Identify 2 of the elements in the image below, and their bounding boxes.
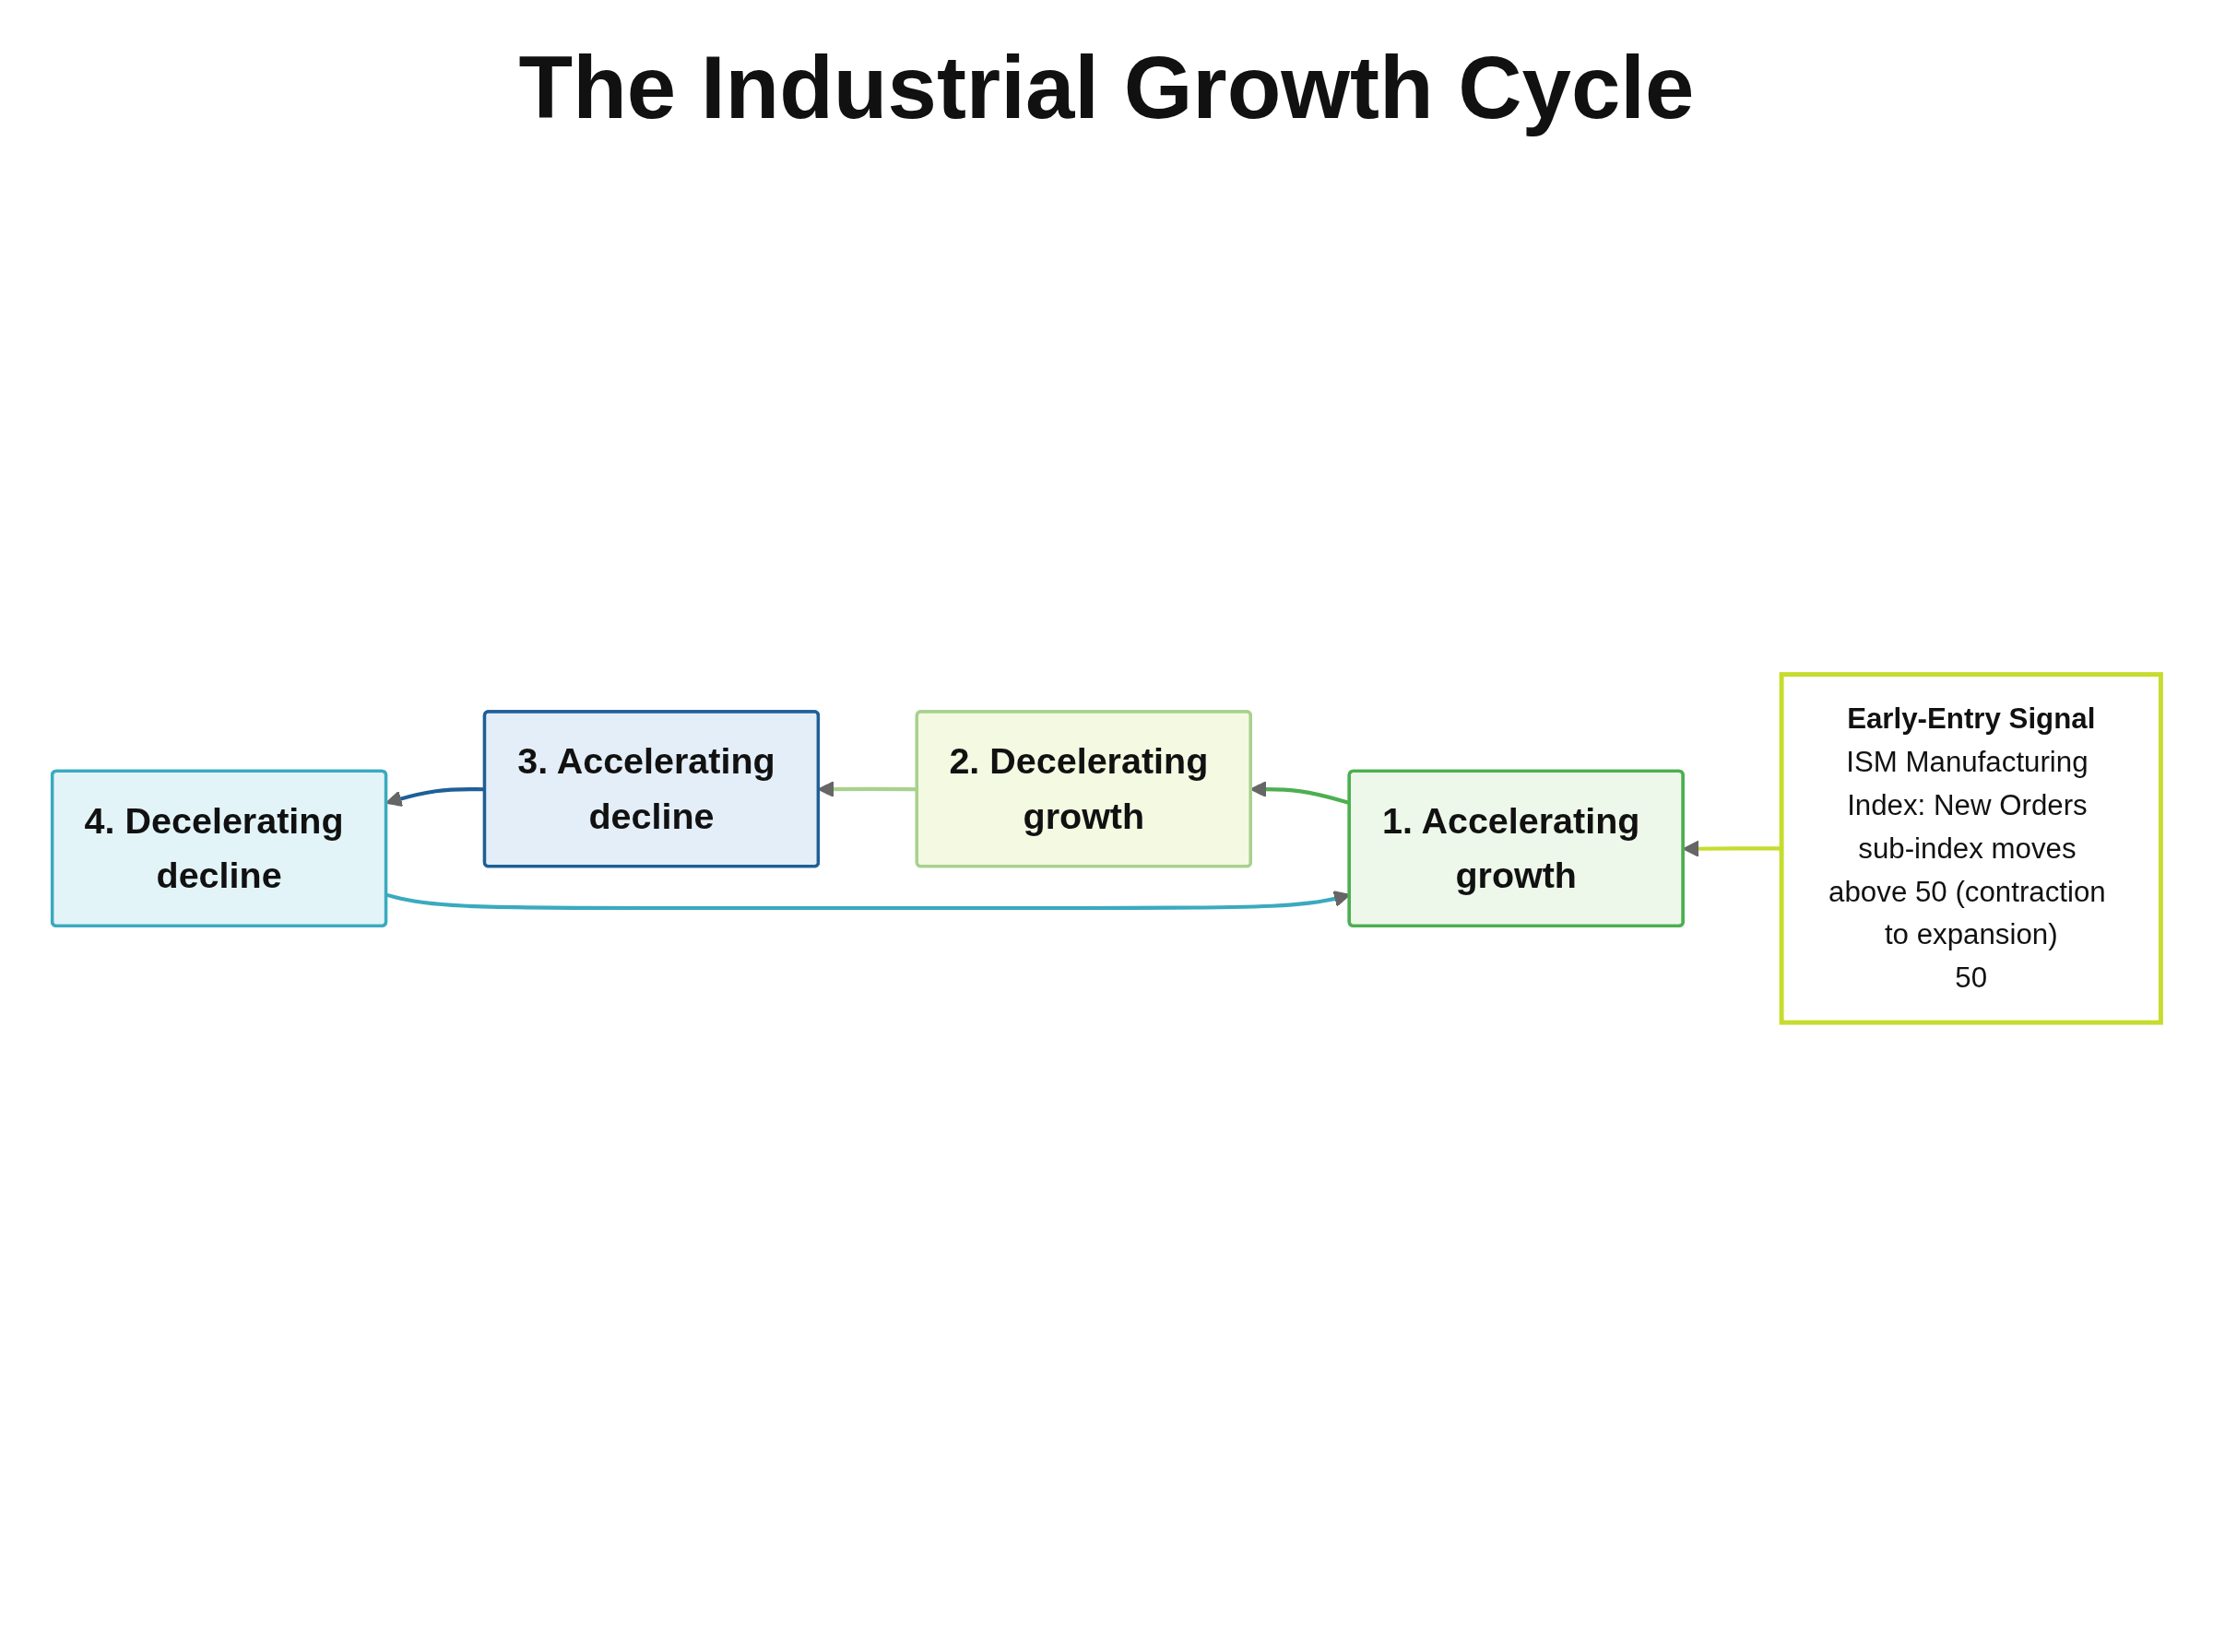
node-box: Early-Entry Signal ISM Manufacturing Index: New Orders sub-index moves above 50 (contraction to expansion) 50: [1779, 671, 2163, 1025]
diagram-title: The Industrial Growth Cycle: [518, 37, 1695, 138]
